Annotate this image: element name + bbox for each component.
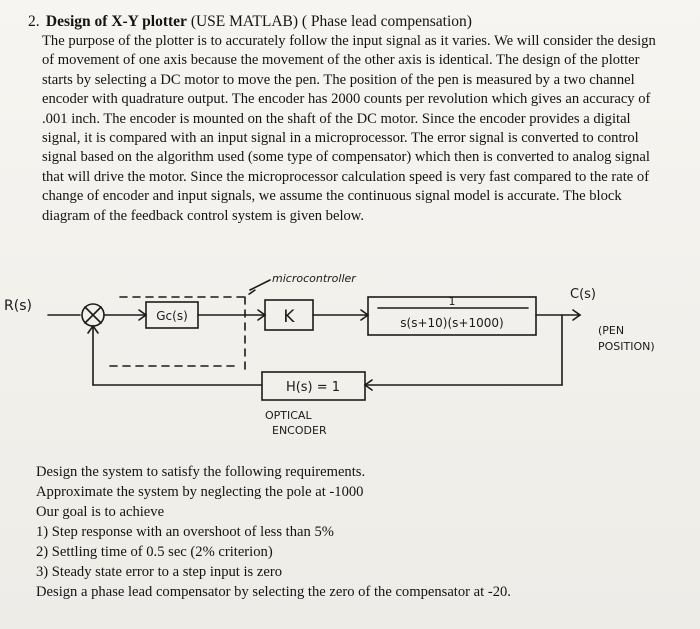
plant-numerator: 1 [449, 295, 456, 308]
compensator-label: Gc(s) [156, 309, 188, 323]
requirement-item: 2) Settling time of 0.5 sec (2% criterio… [36, 544, 273, 560]
output-label: C(s) [570, 287, 596, 302]
feedback-label: H(s) = 1 [286, 380, 340, 395]
problem-heading: 2. Design of X-Y plotter (USE MATLAB) ( … [28, 12, 668, 32]
output-caption-line1: (PEN [598, 324, 624, 337]
requirements-approx: Approximate the system by neglecting the… [36, 484, 364, 500]
plant-label: s(s+10)(s+1000) [400, 316, 503, 330]
problem-number: 2. [28, 13, 40, 30]
block-diagram: R(s) microcontroller Gc(s) K 1 s(s+10)(s… [4, 272, 655, 437]
input-label: R(s) [4, 298, 32, 314]
requirements-intro: Design the system to satisfy the followi… [36, 464, 366, 480]
problem-paragraph: The purpose of the plotter is to accurat… [42, 33, 656, 224]
feedback-block [261, 371, 366, 401]
microcontroller-label: microcontroller [272, 272, 357, 285]
feedback-caption-line2: ENCODER [272, 424, 327, 437]
problem-statement: 2. Design of X-Y plotter (USE MATLAB) ( … [28, 12, 668, 226]
plant-block [367, 296, 537, 336]
problem-subtitle: (USE MATLAB) ( Phase lead compensation) [190, 13, 472, 30]
requirement-item: 1) Step response with an overshoot of le… [36, 524, 334, 540]
microcontroller-boundary [119, 289, 256, 298]
requirement-item: 3) Steady state error to a step input is… [36, 564, 282, 580]
requirements-section: Design the system to satisfy the followi… [36, 462, 676, 602]
requirements-task: Design a phase lead compensator by selec… [36, 584, 511, 600]
problem-title: Design of X-Y plotter [45, 13, 187, 30]
microcontroller-pointer [249, 279, 271, 291]
feedback-caption-line1: OPTICAL [265, 409, 312, 422]
output-caption-line2: POSITION) [598, 340, 655, 353]
requirements-goal: Our goal is to achieve [36, 504, 165, 520]
gain-label: K [283, 307, 295, 327]
